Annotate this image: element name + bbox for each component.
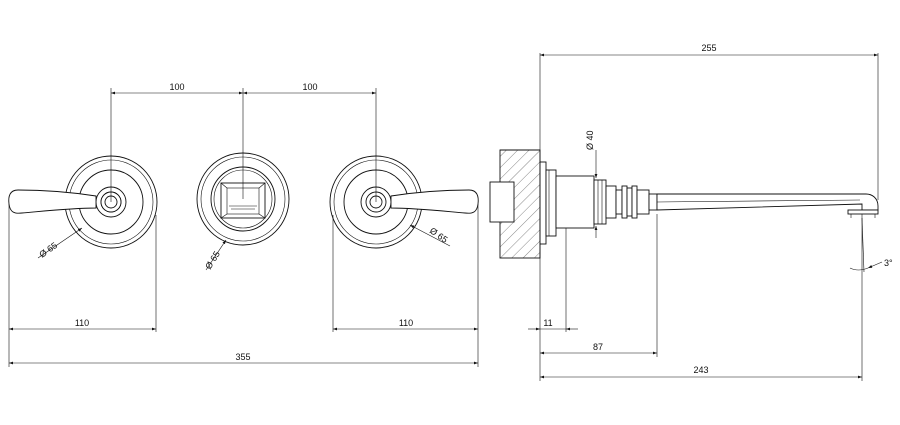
dim-diam-right: Ø 65 [428, 225, 450, 244]
dim-handle-right: 110 [399, 318, 413, 328]
dim-wall-offset: 11 [543, 318, 552, 328]
dim-overall-width: 355 [235, 352, 250, 362]
dim-handle-left: 110 [75, 318, 89, 328]
dim-spacing-right: 100 [302, 82, 317, 92]
front-view: 100 100 110 110 355 Ø 65 Ø 65 Ø 65 [8, 82, 479, 367]
dim-diam-center: Ø 65 [203, 249, 222, 271]
left-handle [8, 155, 158, 249]
dim-spout-angle: 3° [884, 258, 893, 268]
spout [656, 193, 879, 211]
dim-spout-length: 255 [701, 43, 716, 53]
right-handle [329, 155, 479, 249]
dim-spacing-left: 100 [169, 82, 184, 92]
dim-diam-left: Ø 65 [37, 240, 59, 259]
dim-spout-projection: 243 [693, 365, 708, 375]
dim-diam-body: Ø 40 [585, 130, 595, 150]
dim-body-depth: 87 [593, 342, 603, 352]
center-diverter [196, 152, 290, 246]
side-view: 255 Ø 40 11 87 243 3° [489, 43, 893, 381]
